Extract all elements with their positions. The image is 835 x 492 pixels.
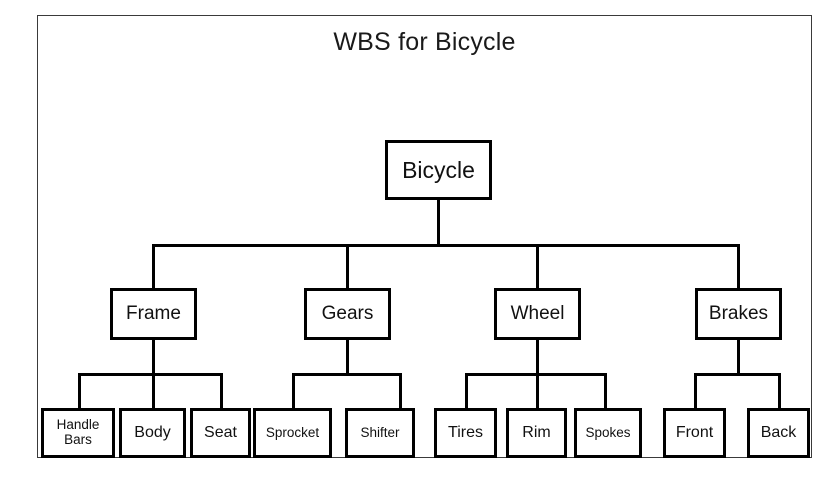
node-gears-label: Gears: [321, 302, 374, 324]
connector-drop-wheel: [536, 244, 539, 290]
node-handle-bars-label: Handle Bars: [56, 417, 100, 447]
connector-drop-sprocket: [292, 373, 295, 410]
node-sprocket-label: Sprocket: [265, 424, 320, 440]
connector-gears-bus: [292, 373, 402, 376]
connector-drop-brakes: [737, 244, 740, 290]
connector-drop-spokes: [604, 373, 607, 410]
node-wheel[interactable]: Wheel: [494, 288, 581, 340]
connector-gears-stem: [346, 340, 349, 376]
connector-drop-front: [694, 373, 697, 410]
node-back-label: Back: [760, 424, 797, 442]
node-seat[interactable]: Seat: [190, 408, 251, 458]
node-front[interactable]: Front: [663, 408, 726, 458]
node-brakes[interactable]: Brakes: [695, 288, 782, 340]
connector-brakes-stem: [737, 340, 740, 376]
node-frame-label: Frame: [126, 302, 181, 324]
node-spokes-label: Spokes: [585, 424, 631, 440]
node-tires[interactable]: Tires: [434, 408, 497, 458]
node-bicycle[interactable]: Bicycle: [385, 140, 492, 200]
node-bicycle-label: Bicycle: [402, 156, 475, 183]
node-gears[interactable]: Gears: [304, 288, 391, 340]
node-wheel-label: Wheel: [510, 302, 565, 324]
node-back[interactable]: Back: [747, 408, 810, 458]
connector-drop-rim: [536, 373, 539, 410]
node-tires-label: Tires: [448, 424, 483, 442]
node-shifter[interactable]: Shifter: [345, 408, 415, 458]
node-handle-bars[interactable]: Handle Bars: [41, 408, 115, 458]
connector-drop-gears: [346, 244, 349, 290]
node-rim[interactable]: Rim: [506, 408, 567, 458]
connector-drop-frame: [152, 244, 155, 290]
node-rim-label: Rim: [522, 424, 551, 442]
connector-drop-seat: [220, 373, 223, 410]
node-front-label: Front: [675, 424, 714, 442]
node-frame[interactable]: Frame: [110, 288, 197, 340]
connector-frame-stem: [152, 340, 155, 376]
diagram-frame-border: [37, 15, 812, 458]
node-shifter-label: Shifter: [360, 424, 400, 440]
connector-drop-shifter: [399, 373, 402, 410]
node-body[interactable]: Body: [119, 408, 186, 458]
connector-brakes-bus: [694, 373, 781, 376]
node-brakes-label: Brakes: [708, 302, 769, 324]
connector-frame-bus: [78, 373, 223, 376]
connector-drop-tires: [465, 373, 468, 410]
node-seat-label: Seat: [204, 424, 237, 442]
node-sprocket[interactable]: Sprocket: [253, 408, 332, 458]
connector-drop-handle-bars: [78, 373, 81, 410]
connector-root-bus: [152, 244, 740, 247]
node-spokes[interactable]: Spokes: [574, 408, 642, 458]
node-body-label: Body: [134, 424, 171, 442]
connector-wheel-stem: [536, 340, 539, 376]
connector-drop-back: [778, 373, 781, 410]
connector-drop-body: [152, 373, 155, 410]
connector-root-stem: [437, 200, 440, 246]
diagram-title: WBS for Bicycle: [333, 28, 516, 56]
